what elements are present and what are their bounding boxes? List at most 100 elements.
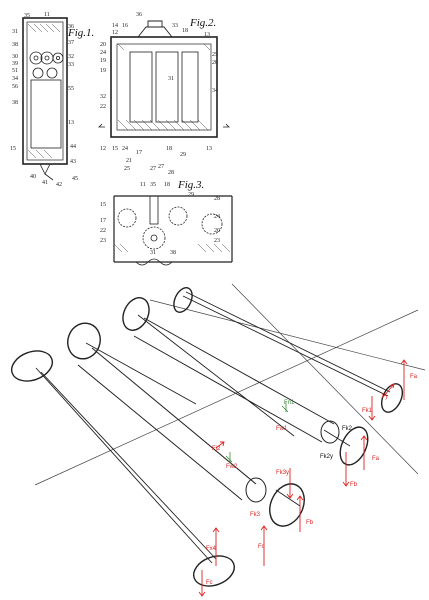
- fig2-title: Fig.2.: [189, 17, 216, 29]
- fig2-label: 34: [212, 88, 218, 94]
- fig1-label: 38: [12, 42, 18, 48]
- fig3-hatching: [113, 243, 231, 253]
- fig3-label: 17: [100, 218, 106, 224]
- force-label: Fw2: [226, 464, 238, 470]
- fig2-label: 27: [158, 164, 164, 170]
- fig2-rollers: [129, 51, 199, 123]
- fig3-label: 29: [188, 192, 194, 198]
- fig2-label: 29: [180, 152, 186, 158]
- force-label: Fj: [382, 394, 387, 400]
- fig3-housing: [113, 195, 233, 263]
- fig3-label: 18: [164, 182, 170, 188]
- fig3-title: Fig.3.: [177, 179, 204, 191]
- force-sketch: Fa Fj Fk1 Fn1 Fw1 Fa Fb Fj2 Fw2 Fk3y Fk3…: [10, 283, 426, 597]
- fig2-label: 17: [136, 150, 142, 156]
- force-label: Fw1: [276, 426, 288, 432]
- fig1-label: 42: [56, 182, 62, 188]
- wheel-a: [10, 350, 54, 382]
- fig2-label: 21: [126, 158, 132, 164]
- force-label: Fk3: [250, 512, 261, 518]
- force-label: Fc: [206, 580, 213, 586]
- roller-lower: [77, 347, 257, 501]
- roller-upper: [133, 317, 335, 443]
- roller-lower-end: [245, 477, 267, 503]
- arrow-fa-mid: [360, 435, 368, 470]
- fig1-label: 11: [44, 12, 50, 18]
- fig2-housing: [110, 36, 218, 138]
- fig3-label: 23: [100, 238, 106, 244]
- rollers: [77, 317, 340, 503]
- fig3-label: 38: [170, 250, 176, 256]
- fig2-label: 18: [166, 146, 172, 152]
- wheel-h: [380, 383, 404, 413]
- fig3-label: 11: [140, 182, 146, 188]
- fig1-label: 35: [24, 13, 30, 19]
- fig1-label: 43: [70, 159, 76, 165]
- fig2-label: 20: [100, 42, 106, 48]
- force-label: Fk2y: [320, 454, 333, 460]
- fig2-section-marks: [98, 123, 230, 128]
- green-force-marks: [225, 402, 289, 463]
- fig1-label: 13: [68, 120, 74, 126]
- fig2-labels: 36 14 16 33 18 12 13 20 24 19 25 20 19 3…: [100, 12, 218, 176]
- arrow-fj: [383, 383, 395, 397]
- fig3-label: 24: [214, 214, 220, 220]
- fig2-label: 16: [122, 23, 128, 29]
- force-label: Fx4: [206, 546, 217, 552]
- force-labels-red: Fa Fj Fk1 Fn1 Fw1 Fa Fb Fj2 Fw2 Fk3y Fk3…: [206, 374, 418, 586]
- fig1-roller: [30, 79, 62, 149]
- arrow-fc-low: [198, 570, 206, 597]
- fig1-label: 37: [68, 40, 74, 46]
- wheel-g: [339, 426, 369, 466]
- fig2-label: 14: [112, 23, 118, 29]
- force-label: Fc: [258, 544, 265, 550]
- fig3-label: 28: [214, 196, 220, 202]
- force-label: Fn1: [284, 400, 295, 406]
- fig1-label: 30: [12, 54, 18, 60]
- reference-axes: [34, 283, 426, 486]
- fig2-label: 12: [100, 146, 106, 152]
- fig2-label: 27: [150, 166, 156, 172]
- fig3-label: 31: [150, 250, 156, 256]
- force-label: Fj2: [212, 446, 221, 452]
- fig1-title: Fig.1.: [67, 27, 94, 39]
- fig2-inner: [116, 43, 212, 131]
- fig1-label: 36: [68, 24, 74, 30]
- fig2-label: 19: [100, 68, 106, 74]
- fig1-label: 51: [12, 68, 18, 74]
- fig2-label: 32: [100, 94, 106, 100]
- fig2-label: 18: [182, 28, 188, 34]
- fig1-housing: [22, 17, 68, 165]
- arrow-fj2: [215, 441, 225, 449]
- fig1-label: 15: [10, 146, 16, 152]
- fig1-label: 33: [68, 62, 74, 68]
- patent-fig1: Fig.1. 35 11 31 38 36 37 30 39 32 51 33 …: [10, 12, 94, 188]
- arrow-fa-top: [400, 359, 408, 400]
- fig2-label: 13: [206, 146, 212, 152]
- fig3-gears: [117, 195, 223, 250]
- patent-fig2: Fig.2. 36 14 16 33 18 12 13 20 24 19 25 …: [98, 12, 230, 176]
- fig1-label: 45: [72, 176, 78, 182]
- fig2-label: 31: [168, 76, 174, 82]
- fig2-label: 36: [136, 12, 142, 18]
- fig2-label: 25: [212, 52, 218, 58]
- fig2-label: 24: [122, 146, 128, 152]
- force-label: Fa: [410, 374, 418, 380]
- fig1-gears: [29, 51, 64, 79]
- arrow-fk1: [368, 396, 376, 421]
- arrow-fb-low: [296, 495, 304, 532]
- force-label: Fk1: [362, 408, 373, 414]
- wheel-d: [173, 287, 193, 313]
- fig2-label: 28: [168, 170, 174, 176]
- fig1-base-arrow: [39, 163, 54, 181]
- fig3-label: 23: [214, 238, 220, 244]
- force-labels-black: Fk2 Fk2y: [320, 426, 353, 460]
- arrow-fb-top: [342, 452, 350, 487]
- fig2-label: 24: [100, 50, 106, 56]
- fig1-label: 31: [12, 29, 18, 35]
- fig3-break-line: [135, 258, 173, 266]
- fig2-hatching: [117, 43, 211, 131]
- fig1-labels: 35 11 31 38 36 37 30 39 32 51 33 34 56 5…: [10, 12, 78, 188]
- arrow-fx4: [212, 527, 220, 566]
- fig2-top-bracket: [137, 20, 173, 38]
